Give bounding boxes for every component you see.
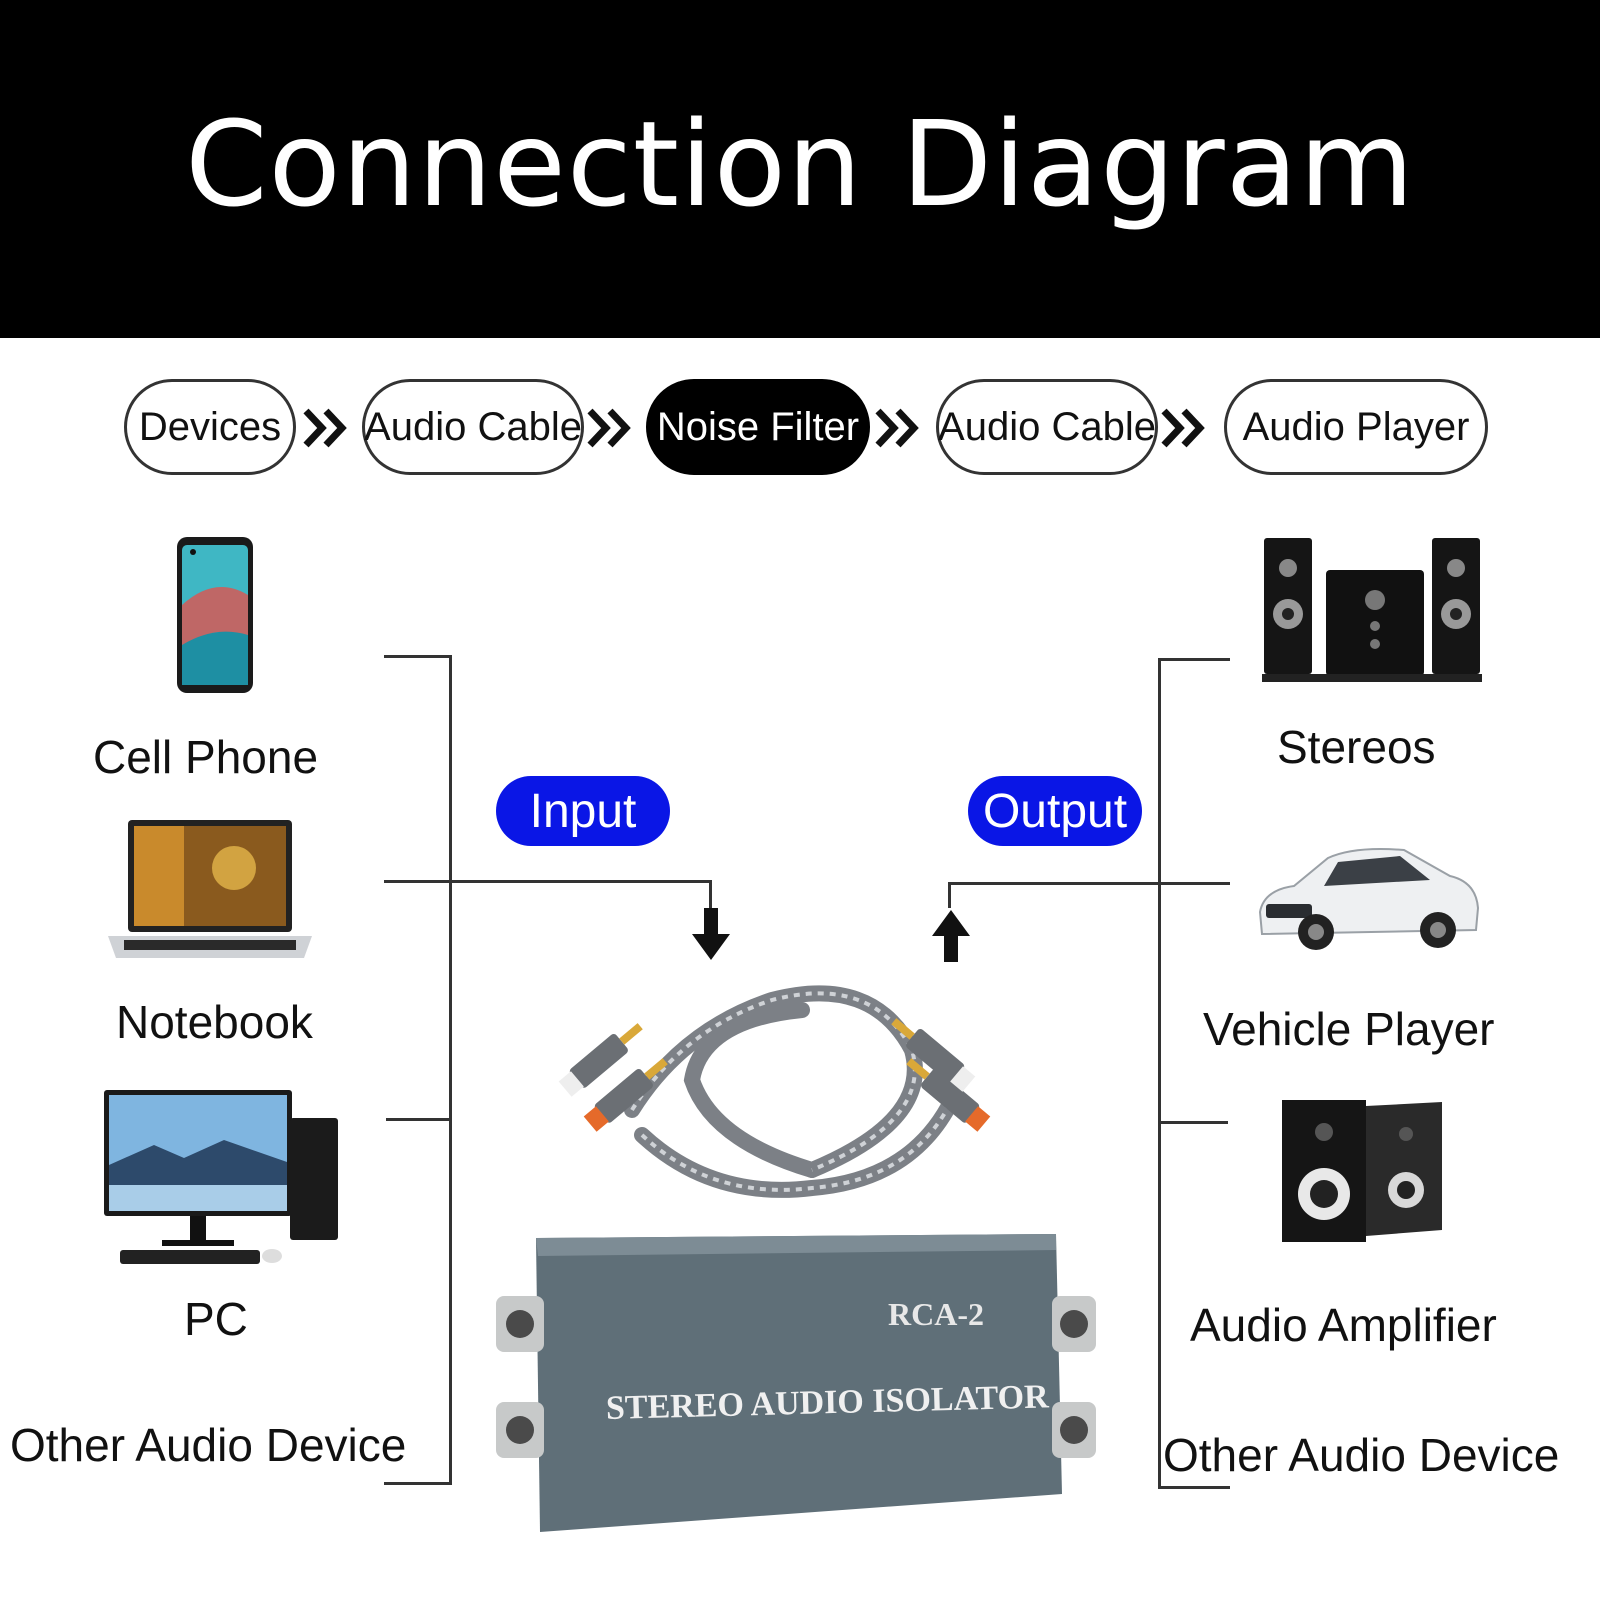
arrow-down-icon (692, 908, 730, 960)
connector-line (709, 880, 712, 908)
audio-isolator-box-icon (496, 1234, 1096, 1532)
input-device-label: PC (184, 1293, 248, 1345)
connector-line (1158, 658, 1161, 1488)
car-icon (1258, 848, 1480, 950)
input-device-label: Notebook (116, 996, 313, 1048)
connector-line (386, 1118, 452, 1121)
connector-line (948, 882, 951, 908)
connector-line (384, 655, 452, 658)
pc-icon (104, 1090, 338, 1264)
connector-line (449, 655, 452, 1485)
double-chevron-icon (875, 408, 919, 448)
page-title: Connection Diagram (185, 95, 1415, 233)
double-chevron-icon (587, 408, 631, 448)
connector-line (384, 1482, 452, 1485)
input-device-label: Other Audio Device (10, 1419, 407, 1471)
flow-step-audio-cable-2: Audio Cable (936, 379, 1158, 475)
flow-step-noise-filter: Noise Filter (646, 379, 870, 475)
output-device-label: Vehicle Player (1203, 1003, 1495, 1055)
output-tag: Output (968, 776, 1142, 846)
flow-step-devices: Devices (124, 379, 296, 475)
connector-line (384, 880, 712, 883)
flow-step-audio-player: Audio Player (1224, 379, 1488, 475)
notebook-icon (108, 820, 312, 958)
output-device-label: Audio Amplifier (1190, 1299, 1497, 1351)
input-device-label: Cell Phone (93, 731, 319, 783)
connector-line (1158, 1486, 1230, 1489)
output-device-label: Stereos (1277, 721, 1436, 773)
output-device-label: Other Audio Device (1163, 1429, 1560, 1481)
connector-line (1158, 1121, 1228, 1124)
bookshelf-speakers-icon (1282, 1100, 1442, 1242)
flow-step-audio-cable-1: Audio Cable (362, 379, 584, 475)
rca-cable-icon (558, 985, 991, 1198)
double-chevron-icon (1161, 408, 1205, 448)
double-chevron-icon (303, 408, 347, 448)
arrow-up-icon (932, 910, 970, 962)
cell-phone-icon (177, 537, 253, 693)
product-model: RCA-2 (888, 1296, 984, 1332)
title-banner: Connection Diagram (0, 0, 1600, 338)
connector-line (948, 882, 1230, 885)
stereo-speakers-icon (1262, 538, 1482, 682)
input-tag: Input (496, 776, 670, 846)
connector-line (1158, 658, 1230, 661)
